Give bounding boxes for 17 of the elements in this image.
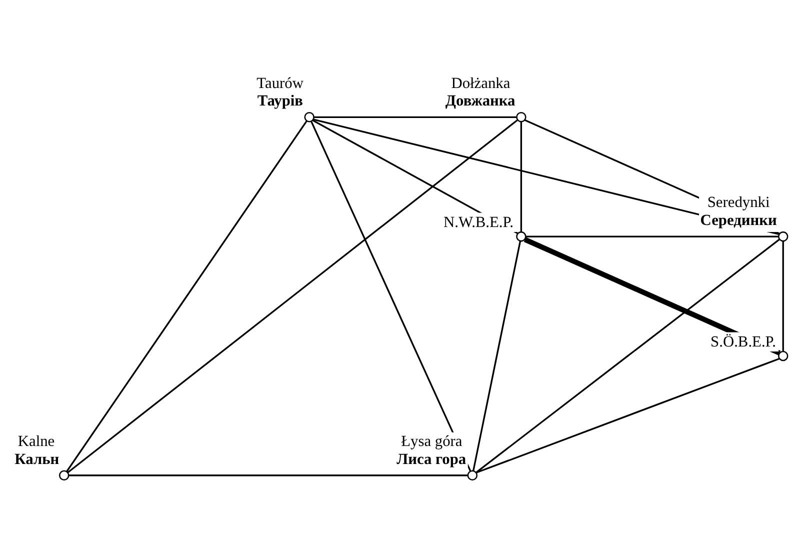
- connector: [782, 240, 784, 351]
- connector: [66, 120, 308, 472]
- node-circle: [516, 112, 526, 122]
- node-circle: [304, 112, 314, 122]
- connector: [314, 116, 516, 118]
- node-label: Taurów: [256, 74, 304, 92]
- connector: [520, 121, 522, 232]
- node-circle: [58, 470, 70, 480]
- node-label: Довжанка: [445, 92, 516, 110]
- node-label: Таурів: [257, 92, 303, 110]
- node-label: Кальн: [14, 450, 60, 468]
- connector: [472, 240, 522, 470]
- node-label: Dołżanka: [451, 74, 510, 92]
- connector: [68, 474, 468, 476]
- connector: [526, 235, 779, 237]
- connector: [476, 357, 780, 473]
- node-label: Kalne: [18, 432, 55, 450]
